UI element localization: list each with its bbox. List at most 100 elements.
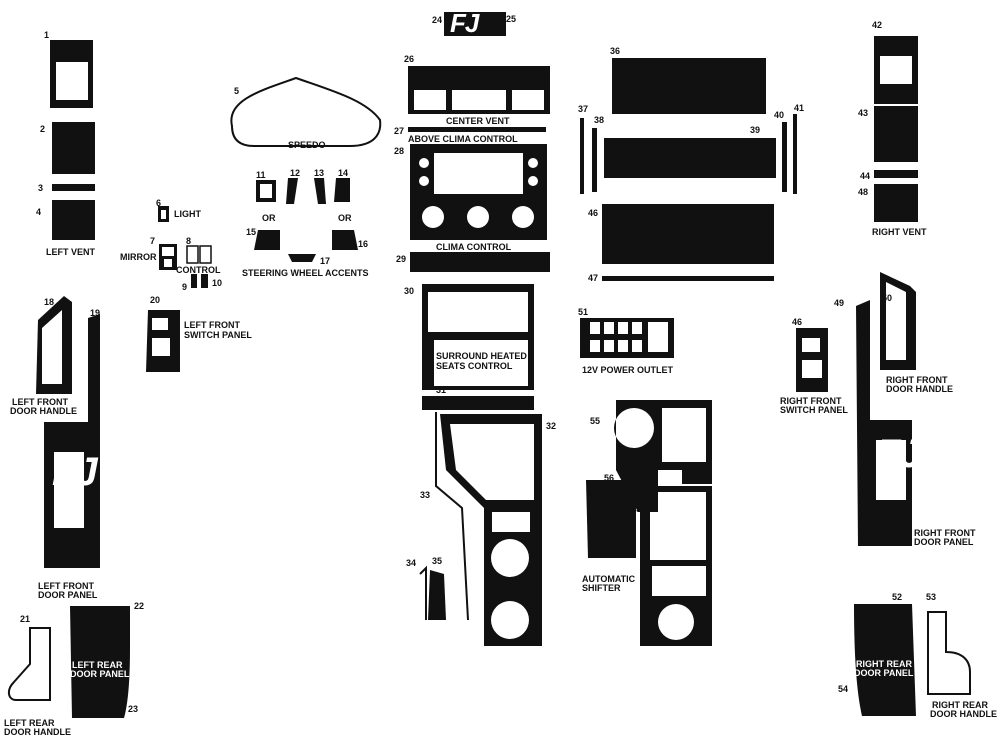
- label-right-front-switch-line2: SWITCH PANEL: [780, 405, 848, 415]
- piece-8-left: [186, 245, 199, 264]
- part-number: 10: [212, 278, 223, 288]
- label-automatic-shifter-line2: SHIFTER: [582, 583, 621, 593]
- label-left-rear-handle-line2: DOOR HANDLE: [4, 727, 71, 737]
- piece-57: [640, 486, 712, 646]
- part-number: 51: [578, 307, 589, 317]
- piece-32: [440, 414, 542, 646]
- label-power-outlet: 12V POWER OUTLET: [582, 365, 674, 375]
- piece-12: [286, 178, 298, 204]
- piece-20: [146, 310, 180, 372]
- left-door-pieces: [8, 296, 180, 718]
- part-number: 16: [358, 239, 369, 249]
- steering-wheel-accent-pieces: [254, 178, 358, 262]
- piece-19: [44, 314, 100, 568]
- label-automatic-shifter-line1: AUTOMATIC: [582, 574, 636, 584]
- piece-7-mirror: [159, 244, 177, 270]
- part-number: 41: [794, 103, 805, 113]
- part-number: 32: [546, 421, 557, 431]
- piece-11: [256, 180, 276, 202]
- part-number: 57: [636, 504, 647, 514]
- piece-39: [604, 138, 776, 178]
- label-right-front-handle-line1: RIGHT FRONT: [886, 375, 948, 385]
- fj-logo-left-door: FJ: [52, 450, 98, 494]
- label-right-front-handle-line2: DOOR HANDLE: [886, 384, 953, 394]
- part-number: 3: [38, 183, 44, 193]
- label-center-vent: CENTER VENT: [446, 116, 510, 126]
- piece-4: [52, 200, 95, 240]
- part-number: 21: [20, 614, 31, 624]
- piece-6-light: [158, 206, 169, 222]
- piece-49: [856, 300, 912, 546]
- label-right-front-switch-line1: RIGHT FRONT: [780, 396, 842, 406]
- part-number: 18: [44, 297, 55, 307]
- piece-15: [254, 230, 280, 250]
- part-number: 15: [246, 227, 257, 237]
- piece-14: [334, 178, 350, 202]
- piece-45: [796, 328, 828, 392]
- piece-9: [191, 274, 197, 288]
- label-right-rear-handle-line2: DOOR HANDLE: [930, 709, 997, 719]
- left-vent-pieces: [50, 40, 95, 240]
- label-left-rear-panel-line1: LEFT REAR: [72, 660, 123, 670]
- part-number: 34: [406, 558, 417, 568]
- piece-16: [332, 230, 358, 250]
- part-number: 49: [834, 298, 845, 308]
- piece-46: [602, 204, 774, 264]
- part-number: 12: [290, 168, 301, 178]
- label-left-front-handle-line2: DOOR HANDLE: [10, 406, 77, 416]
- part-number: 52: [892, 592, 903, 602]
- label-left-front-handle-line1: LEFT FRONT: [12, 397, 68, 407]
- piece-3: [52, 184, 95, 191]
- label-right-vent: RIGHT VENT: [872, 227, 927, 237]
- piece-37: [580, 118, 584, 194]
- part-number: 2: [40, 124, 46, 134]
- part-number: 13: [314, 168, 325, 178]
- part-number: 33: [420, 490, 431, 500]
- label-light: LIGHT: [174, 209, 201, 219]
- label-or-right: OR: [338, 213, 352, 223]
- part-number: 26: [404, 54, 415, 64]
- label-speedo: SPEEDO: [288, 140, 326, 150]
- part-number: 38: [594, 115, 605, 125]
- part-number: 24: [432, 15, 443, 25]
- right-vent-pieces: [874, 36, 918, 222]
- piece-41: [793, 114, 797, 194]
- label-clima-control: CLIMA CONTROL: [436, 242, 512, 252]
- part-number: 31: [436, 385, 447, 395]
- piece-51-power-outlet: [580, 318, 674, 358]
- part-number: 29: [396, 254, 407, 264]
- part-number: 23: [128, 704, 139, 714]
- part-number: 46: [588, 208, 599, 218]
- piece-40: [782, 122, 787, 192]
- label-right-rear-panel-line2: DOOR PANEL: [854, 668, 914, 678]
- piece-30-heated-seats-surround: [422, 284, 534, 390]
- piece-48: [874, 184, 918, 222]
- part-number: 39: [750, 125, 761, 135]
- label-left-rear-panel-line2: DOOR PANEL: [70, 669, 130, 679]
- fj-logo: FJ: [450, 8, 479, 38]
- label-right-front-panel-line2: DOOR PANEL: [914, 537, 974, 547]
- part-number: 53: [926, 592, 937, 602]
- part-number: 19: [90, 308, 101, 318]
- center-panel-pieces: [580, 58, 797, 281]
- part-number: 35: [432, 556, 443, 566]
- piece-44: [874, 170, 918, 178]
- label-steering-wheel-accents: STEERING WHEEL ACCENTS: [242, 268, 369, 278]
- piece-1: [50, 40, 93, 108]
- part-number: 8: [186, 236, 192, 246]
- small-switch-pieces: [158, 206, 212, 288]
- label-left-front-panel-line1: LEFT FRONT: [38, 581, 94, 591]
- part-number: 11: [256, 170, 266, 180]
- piece-31: [422, 396, 534, 410]
- piece-5-speedo: [230, 76, 382, 147]
- label-left-vent: LEFT VENT: [46, 247, 95, 257]
- label-above-clima-control: ABOVE CLIMA CONTROL: [408, 134, 518, 144]
- center-console-pieces: [419, 396, 542, 646]
- label-left-front-switch-line2: SWITCH PANEL: [184, 330, 252, 340]
- piece-24-logo-bg: [444, 12, 506, 36]
- label-or-left: OR: [262, 213, 276, 223]
- piece-26-center-vent: [408, 66, 550, 114]
- part-number: 55: [590, 416, 601, 426]
- part-number: 6: [156, 198, 162, 208]
